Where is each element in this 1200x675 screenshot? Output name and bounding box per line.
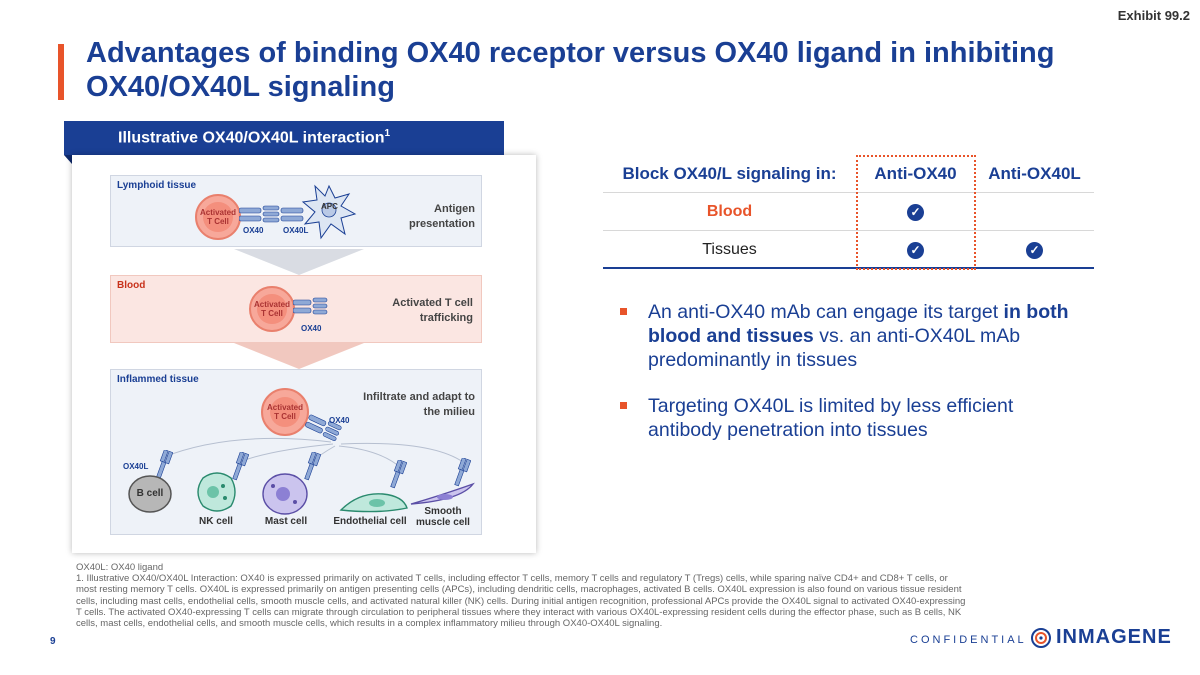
ox40-label: OX40 (301, 324, 322, 333)
t-cell-label: Activated T Cell (266, 402, 303, 421)
footnote: OX40L: OX40 ligand 1. Illustrative OX40/… (76, 562, 966, 629)
smooth-muscle-cell-icon (410, 482, 475, 505)
row-label-blood: Blood (706, 203, 753, 220)
activated-t-cell: Activated T Cell (261, 388, 309, 436)
blood-box: Blood Activated T Cell OX40 Activated T … (110, 275, 482, 343)
footnote-ref: 1 (384, 128, 391, 139)
table-header-row: Block OX40/L signaling in: Anti-OX40 Ant… (603, 155, 1094, 193)
ox40-receptor-icon (305, 414, 342, 441)
infiltrate-caption: Infiltrate and adapt to the milieu (363, 391, 475, 418)
activated-t-cell: Activated T Cell (249, 286, 295, 332)
bullet-text: vs. an anti-OX40L mAb predominantly in t… (648, 325, 1021, 371)
comparison-table: Block OX40/L signaling in: Anti-OX40 Ant… (603, 155, 1094, 269)
ox40l-label: OX40L (283, 226, 309, 235)
panel-header-text: Illustrative OX40/OX40L interaction (118, 129, 385, 147)
ox40l-ligand-icon (232, 452, 249, 481)
bullet-item: An anti-OX40 mAb can engage its target i… (620, 300, 1090, 372)
title-accent-bar (58, 44, 64, 100)
table-cell: ✓ (856, 231, 975, 269)
footnote-text: 1. Illustrative OX40/OX40L Interaction: … (76, 573, 966, 630)
confidential-label: CONFIDENTIAL (910, 634, 1027, 646)
page-number: 9 (50, 636, 56, 647)
mast-cell-icon (262, 473, 308, 515)
check-icon: ✓ (1026, 241, 1043, 259)
signaling-lines (160, 437, 464, 469)
cell-label-b-cell: B cell (136, 488, 164, 499)
table-header-cell: Block OX40/L signaling in: (622, 164, 837, 183)
slide-title: Advantages of binding OX40 receptor vers… (86, 37, 1055, 103)
t-cell-label: Activated T Cell (253, 299, 290, 318)
flow-arrow (234, 343, 364, 369)
key-points: An anti-OX40 mAb can engage its target i… (620, 300, 1090, 464)
table-header-cell: Anti-OX40L (988, 164, 1081, 183)
ox40l-ligand-icon (304, 452, 321, 481)
check-icon: ✓ (907, 241, 924, 259)
cell-label-nk-cell: NK cell (199, 516, 233, 527)
apc-label: APC (321, 202, 338, 211)
t-cell-label: Activated T Cell (199, 207, 236, 226)
blood-label: Blood (117, 280, 146, 291)
ox40l-ligand-icon (156, 450, 173, 479)
table-header-cell: Anti-OX40 (874, 164, 957, 183)
inflamed-label: Inflammed tissue (117, 374, 199, 385)
flow-arrow (234, 249, 364, 275)
ox40-label: OX40 (329, 416, 350, 425)
anti-ox40-highlight-box (856, 155, 976, 270)
footnote-abbreviation: OX40L: OX40 ligand (76, 562, 164, 573)
logo-text: INMAGENE (1056, 626, 1172, 648)
table-row: Blood ✓ (603, 193, 1094, 231)
b-cell-icon (128, 475, 172, 513)
inflamed-tissue-box: Inflammed tissue Activated T Cell OX40 I… (110, 369, 482, 535)
ox40-label: OX40 (243, 226, 264, 235)
table-row: Tissues ✓ ✓ (603, 231, 1094, 269)
cell-label-smooth-muscle-cell: Smooth muscle cell (416, 506, 470, 528)
row-label-tissues: Tissues (702, 241, 757, 258)
check-icon: ✓ (907, 203, 924, 221)
bullet-emphasis: in both blood and tissues (648, 301, 1069, 347)
lymphoid-label: Lymphoid tissue (117, 180, 197, 191)
panel-header-tab (64, 155, 72, 164)
table-cell (975, 193, 1094, 231)
bullet-text: Targeting OX40L is limited by less effic… (648, 395, 1014, 441)
illustration-panel: Lymphoid tissue Activated T Cell APC OX4… (72, 155, 536, 553)
cell-label-endothelial-cell: Endothelial cell (333, 516, 407, 527)
bullet-text: An anti-OX40 mAb can engage its target (648, 301, 1004, 323)
exhibit-label: Exhibit 99.2 (1117, 8, 1190, 23)
ox40l-ligand-icon (390, 460, 407, 489)
company-logo: INMAGENE (1030, 626, 1172, 649)
table-cell: ✓ (856, 193, 975, 231)
cell-label-mast-cell: Mast cell (264, 516, 308, 527)
ox40l-ligand-icon (454, 458, 471, 487)
activated-t-cell: Activated T Cell (195, 194, 241, 240)
antigen-presentation-caption: Antigen presentation (408, 203, 475, 230)
apc-cell-icon (301, 184, 357, 240)
logo-mark-icon (1031, 627, 1051, 648)
bullet-item: Targeting OX40L is limited by less effic… (620, 394, 1090, 442)
receptor-ligand-icon (239, 205, 304, 223)
nk-cell-icon (197, 472, 236, 512)
ox40l-label: OX40L (123, 462, 149, 471)
trafficking-caption: Activated T cell trafficking (392, 297, 473, 324)
ox40-receptor-icon (293, 297, 328, 315)
table-cell: ✓ (975, 231, 1094, 269)
lymphoid-tissue-box: Lymphoid tissue Activated T Cell APC OX4… (110, 175, 482, 247)
panel-header: Illustrative OX40/OX40L interaction1 (64, 121, 504, 155)
endothelial-cell-icon (339, 493, 408, 513)
